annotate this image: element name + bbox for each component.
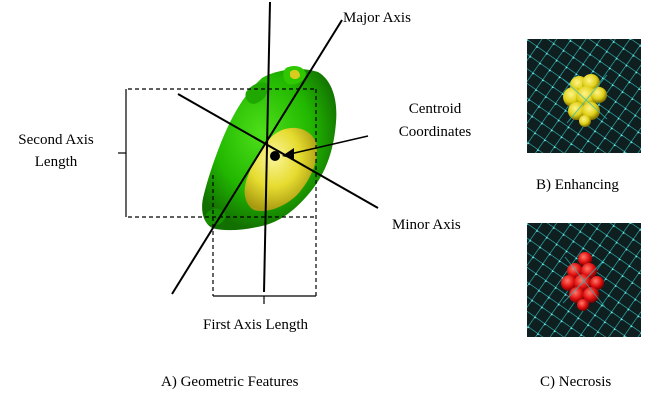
caption-c: C) Necrosis <box>540 373 611 392</box>
major-axis-label: Major Axis <box>343 9 411 28</box>
first-axis-label: First Axis Length <box>203 316 308 335</box>
enhancing-grid-render <box>527 39 641 153</box>
centroid-label: Centroid Coordinates <box>390 100 480 142</box>
enhancing-panel <box>527 39 641 153</box>
second-axis-bracket <box>118 89 126 217</box>
necrosis-grid-render <box>527 223 641 337</box>
caption-a: A) Geometric Features <box>161 373 298 392</box>
minor-axis-label: Minor Axis <box>392 216 461 235</box>
centroid-point <box>270 151 280 161</box>
necrosis-panel <box>527 223 641 337</box>
second-axis-label: Second Axis Length <box>4 131 108 172</box>
caption-b: B) Enhancing <box>536 176 619 195</box>
centroid-label-line1: Centroid <box>390 100 480 119</box>
second-axis-label-line2: Length <box>4 153 108 172</box>
centroid-label-line2: Coordinates <box>390 123 480 142</box>
second-axis-label-line1: Second Axis <box>4 131 108 150</box>
first-axis-bracket <box>213 296 316 304</box>
